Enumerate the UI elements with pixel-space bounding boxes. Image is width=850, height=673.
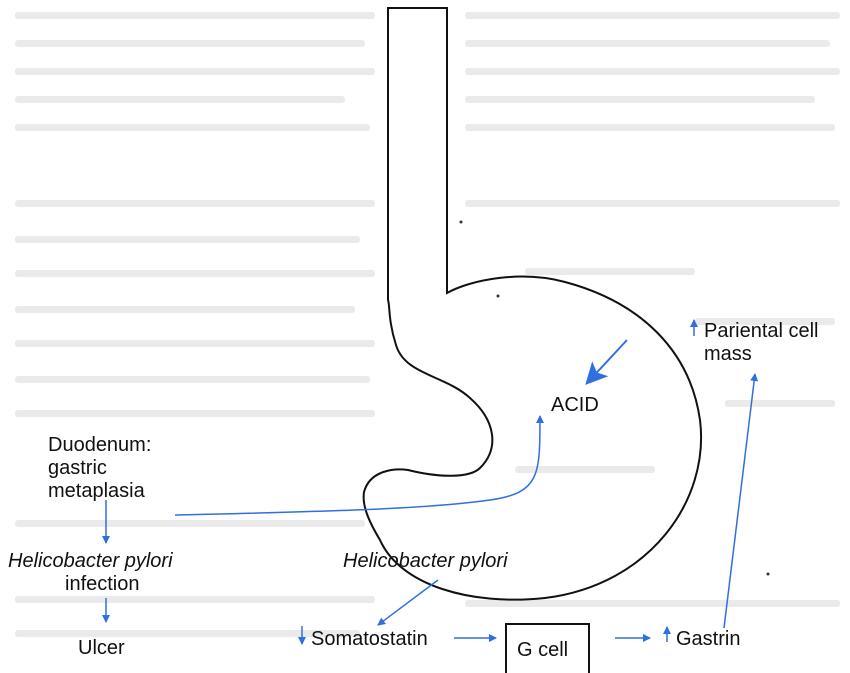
hp-infection-label-line1: Helicobacter pylori [8,550,173,573]
stomach-outline [364,8,701,600]
speck-dot [497,295,500,298]
arrow-duodenum-to-acid [175,416,540,515]
arrow-to-acid [588,340,627,382]
parietal-cell-mass-label-line1: Pariental cell [704,320,819,343]
parietal-cell-mass-label-line2: mass [704,343,752,366]
duodenum-label-line3: metaplasia [48,480,145,503]
hp-infection-label-line2: infection [65,573,140,596]
speck-dot [460,221,463,224]
arrow-gastrin-to-parietal [724,374,755,628]
ulcer-label: Ulcer [78,637,125,660]
duodenum-label-line2: gastric [48,457,107,480]
g-cell-label: G cell [517,639,568,662]
somatostatin-label: Somatostatin [311,628,428,651]
duodenum-label-line1: Duodenum: [48,434,151,457]
speck-dot [767,573,770,576]
acid-label: ACID [551,394,599,417]
gastrin-label: Gastrin [676,628,740,651]
arrow-hp-to-somatostatin [378,580,438,625]
hp-stomach-label: Helicobacter pylori [343,550,508,573]
